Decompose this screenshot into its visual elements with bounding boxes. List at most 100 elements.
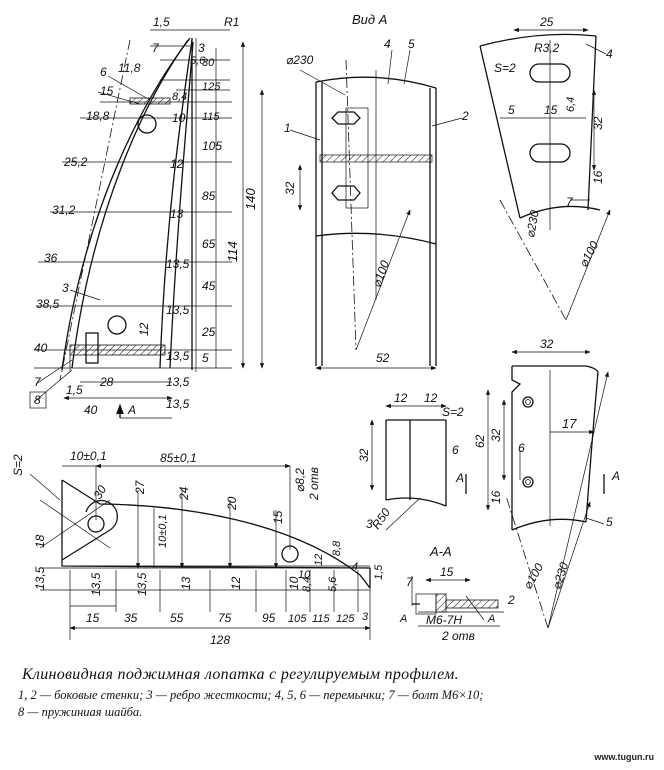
rib-x-35: 35 <box>124 611 138 625</box>
rib-thickness: S=2 <box>11 454 25 476</box>
rib-small-8-8: 8,8 <box>331 540 343 556</box>
thick-13-5-d: 13,5 <box>166 397 190 411</box>
rib-height-24: 24 <box>177 486 191 501</box>
label-part-7-top: 7 <box>152 41 160 55</box>
total-height-114: 114 <box>225 241 240 262</box>
technical-drawing: 1,5 R1 3 7 6 15 3 7 8 11,8 18,8 25,2 31,… <box>11 12 620 647</box>
rib-height-15: 15 <box>271 510 285 524</box>
detail4-dim-32: 32 <box>591 116 605 130</box>
rib-h-12: 12 <box>229 576 243 590</box>
rib-x-95: 95 <box>262 611 276 625</box>
detail4-dim-6-4: 6,4 <box>565 97 577 112</box>
detail5-arrow-a-left: A <box>455 471 464 485</box>
view-a-dim-32: 32 <box>283 181 297 195</box>
rib-x-115: 115 <box>312 613 330 625</box>
section-aa-count: 2 отв <box>441 629 475 643</box>
height-85: 85 <box>202 189 216 203</box>
arrow-label-a-main: A <box>127 403 136 417</box>
width-18-8: 18,8 <box>86 109 110 123</box>
section-aa-label-right: A <box>487 613 495 625</box>
view-a-part-1: 1 <box>284 121 291 135</box>
section-aa-dim-2: 2 <box>507 593 515 607</box>
height-45: 45 <box>202 279 216 293</box>
rib-x-105: 105 <box>288 613 307 625</box>
section-aa-thread: M6-7H <box>426 613 462 627</box>
rib-left-13-5: 13,5 <box>33 566 47 590</box>
rib-small-10: 10 <box>298 569 311 581</box>
rib-h-8-4: 8,4 <box>301 577 313 592</box>
thick-13-5-b: 13,5 <box>166 303 190 317</box>
rib-h-13-5-a: 13,5 <box>89 572 103 596</box>
rib-height-27: 27 <box>133 479 147 495</box>
rib-part-3: 3 <box>366 517 373 531</box>
width-36: 36 <box>44 251 58 265</box>
label-part-7-bottom: 7 <box>34 375 42 389</box>
caption-legend-line-1: 1, 2 — боковые стенки; 3 — ребро жесткос… <box>18 688 484 702</box>
width-1-5-bottom: 1,5 <box>66 383 83 397</box>
detail4-thickness: S=2 <box>494 61 516 75</box>
detail-4: 25 R3,2 4 S=2 5 15 6,4 32 16 7 ⌀230 ⌀100 <box>479 15 613 321</box>
detail6-part-6: 6 <box>452 443 459 457</box>
thick-12: 12 <box>170 157 184 171</box>
width-38-5: 38,5 <box>36 297 60 311</box>
detail4-dim-5: 5 <box>508 103 515 117</box>
detail5-dia100: ⌀100 <box>520 561 546 592</box>
width-11-8: 11,8 <box>118 61 141 75</box>
thick-13: 13 <box>170 207 184 221</box>
rib-h-13-5-b: 13,5 <box>135 572 149 596</box>
detail5-part-5: 5 <box>606 515 613 529</box>
detail-6: 12 12 S=2 32 6 R50 <box>357 391 464 532</box>
label-part-6: 6 <box>100 65 107 79</box>
rib-h-1-5: 1,5 <box>373 564 385 580</box>
view-a-part-5: 5 <box>408 37 415 51</box>
rib-h-10: 10 <box>287 576 301 590</box>
rib-radius-30: 30 <box>90 483 109 502</box>
detail5-dim-16: 16 <box>489 490 503 504</box>
height-25: 25 <box>201 325 216 339</box>
view-a-width-52: 52 <box>376 351 390 365</box>
detail5-dim-6: 6 <box>518 441 525 455</box>
rib-inner-dim: 10±0,1 <box>157 514 169 548</box>
detail4-dia100: ⌀100 <box>576 238 601 269</box>
width-25-2: 25,2 <box>63 155 88 169</box>
label-part-3: 3 <box>62 281 69 295</box>
detail4-dim-16: 16 <box>591 170 605 184</box>
rib-height-20: 20 <box>225 496 239 511</box>
detail6-width-12-a: 12 <box>394 391 408 405</box>
rib-small-12: 12 <box>313 554 325 566</box>
height-105: 105 <box>202 139 222 153</box>
view-a-part-2: 2 <box>461 109 469 123</box>
thick-5-6: 5,6 <box>190 55 206 67</box>
width-40-bottom: 40 <box>84 403 98 417</box>
rib-holes-count: 2 отв <box>307 467 321 501</box>
detail4-dia230: ⌀230 <box>523 209 542 239</box>
detail4-width-25: 25 <box>539 15 554 29</box>
view-a-title: Вид А <box>352 12 387 27</box>
detail5-arrow-a-right: A <box>611 469 620 483</box>
rib-dim-10: 10±0,1 <box>70 449 107 463</box>
detail5-dia230: ⌀230 <box>550 560 572 591</box>
thick-10: 10 <box>172 111 186 125</box>
detail5-width-32: 32 <box>540 337 554 351</box>
rib-x-15: 15 <box>86 611 100 625</box>
thick-13-5-a: 13,5 <box>166 349 190 363</box>
detail5-dim-17: 17 <box>562 416 577 431</box>
detail-5: 32 62 32 6 16 17 A A 5 ⌀230 ⌀100 <box>455 337 620 629</box>
detail6-width-12-b: 12 <box>424 391 438 405</box>
height-5: 5 <box>202 351 209 365</box>
rib-h-13: 13 <box>179 576 193 590</box>
view-a: Вид А ⌀230 4 5 1 2 32 ⌀100 52 <box>283 12 469 371</box>
section-aa-label-left: A <box>399 613 407 625</box>
label-part-15: 15 <box>100 84 114 98</box>
total-height-140: 140 <box>243 188 258 210</box>
thick-8-4: 8,4 <box>172 91 187 103</box>
rib-h-5-6: 5,6 <box>327 576 339 592</box>
width-13-5-bottom: 13,5 <box>166 375 190 389</box>
height-125: 125 <box>202 81 221 93</box>
label-part-8: 8 <box>34 393 41 407</box>
rib-x-75: 75 <box>218 611 232 625</box>
dim-r1: R1 <box>224 15 239 29</box>
figure-caption: Клиновидная поджимная лопатка с регулиру… <box>18 666 658 721</box>
detail6-thickness: S=2 <box>442 405 464 419</box>
view-a-dia100: ⌀100 <box>370 258 393 289</box>
